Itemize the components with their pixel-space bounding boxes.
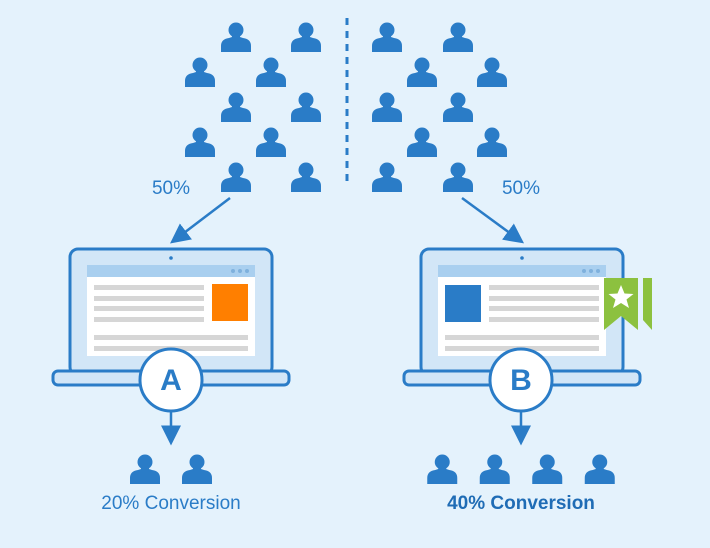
user-icon xyxy=(185,57,215,87)
user-icon xyxy=(443,22,473,52)
arrow-to-b xyxy=(461,196,525,244)
variant-a-result: 20% Conversion xyxy=(101,493,241,514)
converted-users-b xyxy=(427,454,615,484)
user-icon xyxy=(477,127,507,157)
converted-users-a xyxy=(130,454,212,484)
user-icon xyxy=(221,162,251,192)
variant-b-result: 40% Conversion xyxy=(447,493,595,514)
user-icon xyxy=(372,92,402,122)
user-icon xyxy=(407,127,437,157)
user-icon xyxy=(185,127,215,157)
arrow-to-a xyxy=(170,197,231,244)
laptop-b xyxy=(402,247,652,446)
split-left-label: 50% xyxy=(151,178,191,199)
user-icon xyxy=(291,92,321,122)
user-icon xyxy=(221,92,251,122)
variant-b-letter: B xyxy=(510,364,532,397)
user-icon xyxy=(477,57,507,87)
variant-b-accent-block xyxy=(445,285,481,322)
user-icon xyxy=(372,162,402,192)
user-icon xyxy=(291,162,321,192)
user-icon xyxy=(221,22,251,52)
user-icon xyxy=(479,454,510,484)
user-icon xyxy=(427,454,458,484)
user-icon xyxy=(182,454,212,484)
star-ribbon-icon xyxy=(604,278,652,330)
user-icon xyxy=(372,22,402,52)
user-icon xyxy=(291,22,321,52)
user-icon xyxy=(130,454,160,484)
split-right-label: 50% xyxy=(501,178,541,199)
user-icon xyxy=(532,454,563,484)
variant-a-letter: A xyxy=(160,364,182,397)
user-icon xyxy=(443,92,473,122)
user-icon xyxy=(584,454,615,484)
user-icon xyxy=(443,162,473,192)
user-icon xyxy=(407,57,437,87)
user-icon xyxy=(256,57,286,87)
user-icon xyxy=(256,127,286,157)
variant-a-accent-block xyxy=(212,284,248,321)
laptop-a xyxy=(51,247,291,446)
